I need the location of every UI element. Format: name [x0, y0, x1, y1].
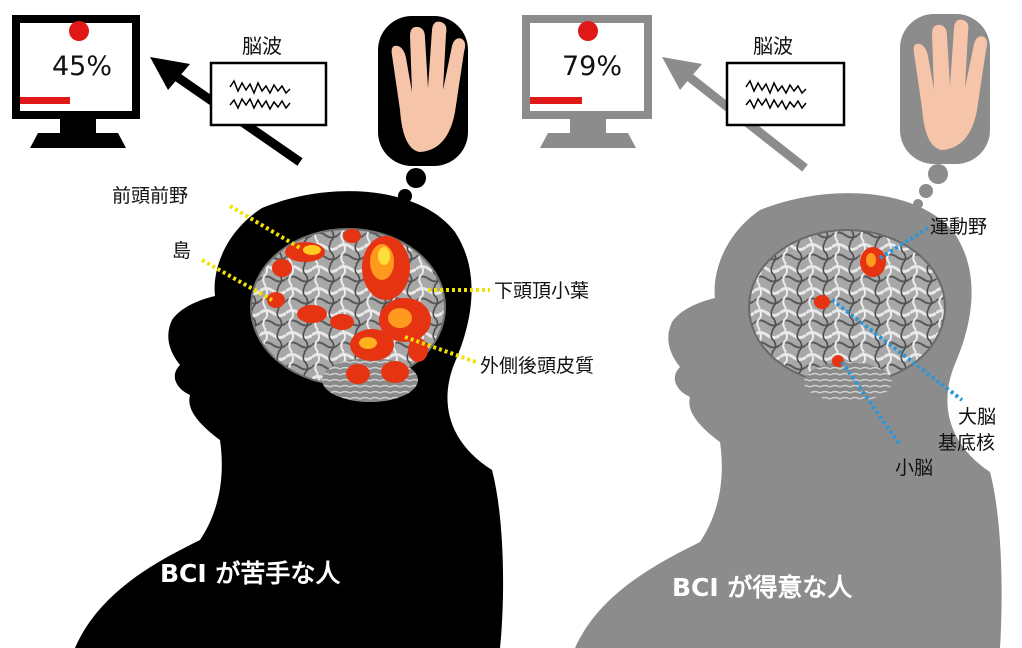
left-label-insula: 島	[172, 240, 191, 262]
right-monitor-icon	[522, 15, 652, 148]
left-thought-bubble-icon	[393, 168, 426, 213]
left-brainwave-label: 脳波	[242, 34, 282, 58]
right-panel: 運動野 大脳 基底核 小脳 BCI が得意な人 79% 脳波	[522, 14, 1002, 648]
right-thought-bubble-icon	[913, 164, 948, 209]
left-leader-lines	[201, 204, 490, 364]
right-label-basal-ganglia: 基底核	[938, 432, 995, 454]
left-caption: BCI が苦手な人	[160, 559, 340, 588]
left-panel: 前頭前野 島 下頭頂小葉 外側後頭皮質 BCI が苦手な人 45% 脳波	[12, 15, 594, 648]
right-monitor-value: 79%	[562, 51, 622, 82]
right-brain-scan	[748, 229, 946, 402]
left-label-inferior-parietal: 下頭頂小葉	[494, 280, 589, 302]
left-progress-bar	[20, 97, 70, 104]
right-label-cerebellum: 小脳	[895, 457, 933, 479]
right-progress-bar	[530, 97, 582, 104]
left-activations	[267, 229, 431, 384]
right-label-cerebrum: 大脳	[958, 406, 996, 428]
right-brainwave-label: 脳波	[753, 34, 793, 58]
left-label-lateral-occipital: 外側後頭皮質	[480, 355, 594, 377]
right-leader-lines	[830, 226, 964, 447]
left-brainwave-icon	[209, 61, 328, 127]
right-brainwave-icon	[725, 61, 846, 127]
left-hand-icon	[378, 16, 468, 166]
right-caption: BCI が得意な人	[672, 573, 852, 602]
right-hand-icon	[900, 14, 990, 164]
left-monitor-value: 45%	[52, 51, 112, 82]
right-label-motor: 運動野	[930, 216, 987, 238]
left-label-prefrontal: 前頭前野	[112, 185, 188, 207]
left-monitor-icon	[12, 15, 140, 148]
right-activations	[814, 247, 886, 367]
left-brain-scan	[250, 228, 446, 402]
